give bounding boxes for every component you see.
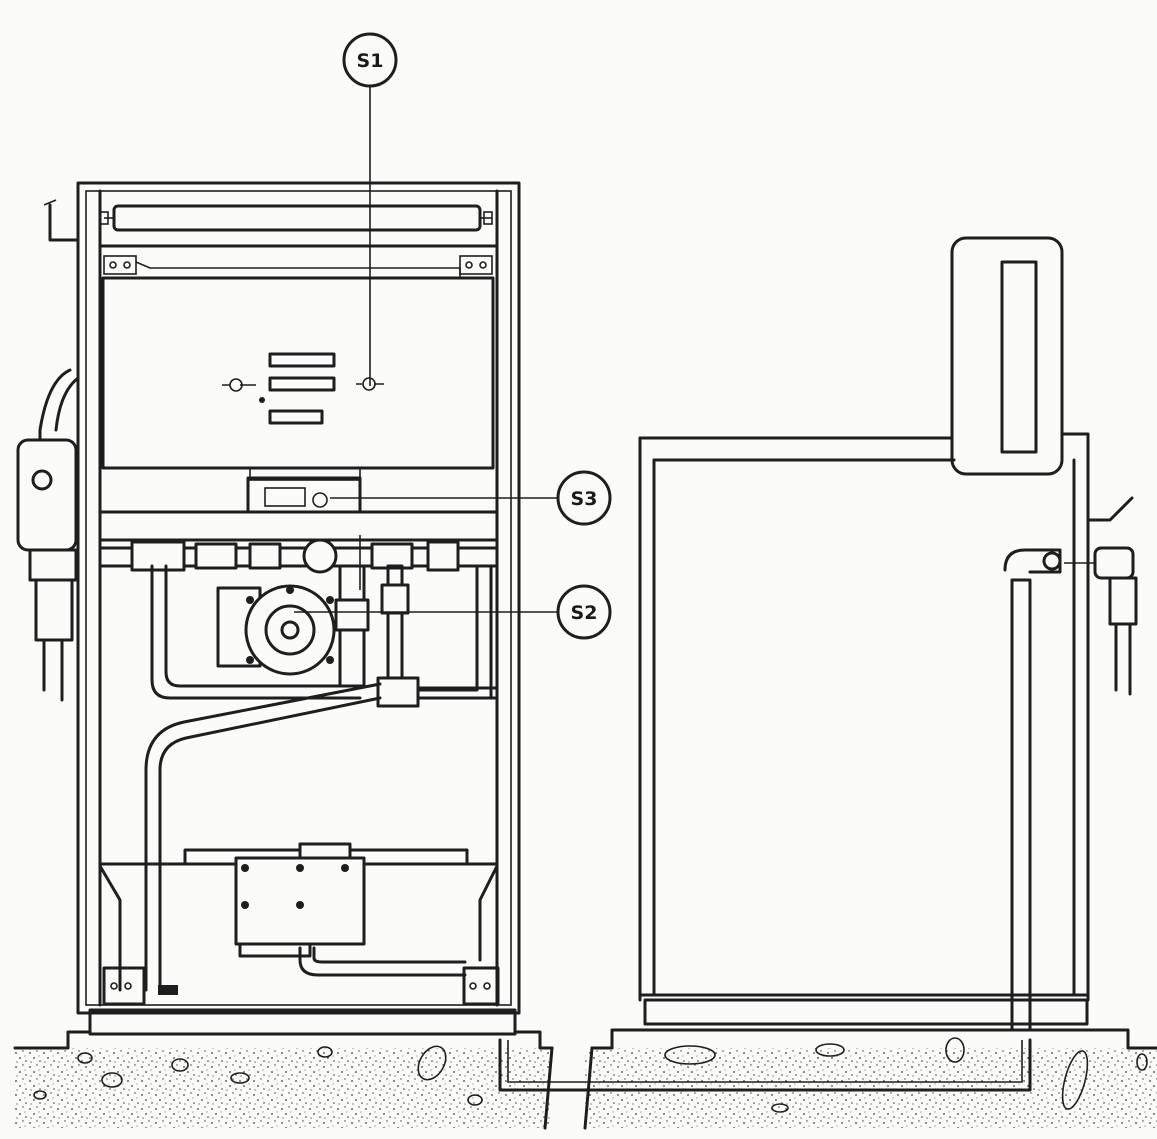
callout-s2: S2	[294, 584, 612, 640]
dispenser-front-view	[16, 181, 521, 1036]
callout-s1: S1	[342, 32, 398, 386]
callout-s2-label: S2	[571, 602, 598, 624]
callout-s3-label: S3	[571, 488, 598, 510]
foundation-ground	[13, 1028, 1157, 1130]
callout-s1-label: S1	[357, 50, 384, 72]
callout-s3: S3	[330, 470, 612, 526]
dispenser-side-view	[638, 236, 1138, 1032]
